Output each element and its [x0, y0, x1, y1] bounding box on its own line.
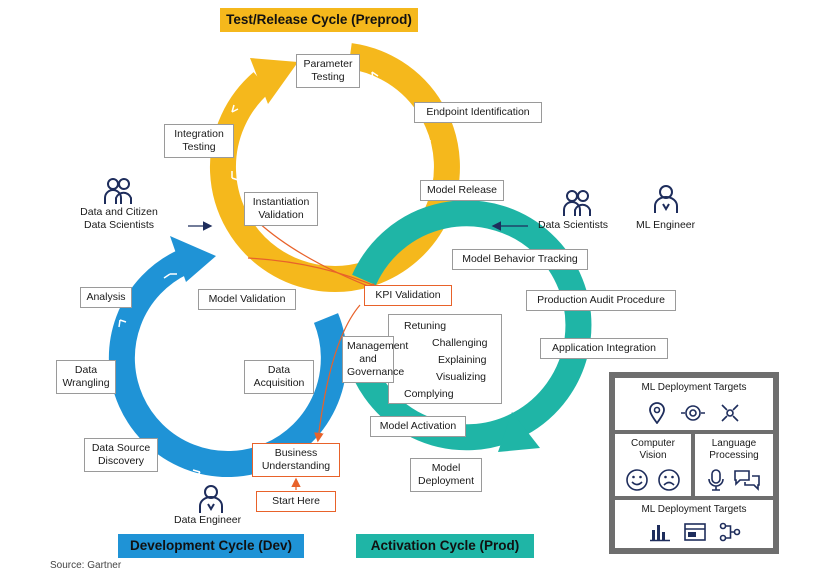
targets-top-cell: ML Deployment Targets	[615, 378, 773, 430]
activation-banner: Activation Cycle (Prod)	[356, 534, 534, 558]
computer-vision-label-2: Vision	[639, 450, 667, 461]
task-visualizing: Visualizing	[436, 371, 487, 383]
test-release-banner: Test/Release Cycle (Preprod)	[220, 8, 418, 32]
person-icon	[199, 485, 223, 513]
box-model-validation: Model Validation	[198, 289, 296, 310]
targets-bottom-cell: ML Deployment Targets	[615, 500, 773, 548]
computer-vision-cell: Computer Vision	[615, 434, 691, 496]
box-analysis: Analysis	[80, 287, 132, 308]
development-ring	[108, 236, 347, 477]
test-release-ring	[209, 43, 460, 292]
task-challenging: Challenging	[432, 337, 488, 349]
orange-flow-lines	[247, 221, 381, 490]
computer-vision-label-1: Computer	[631, 438, 675, 449]
box-model-activation: Model Activation	[370, 416, 466, 437]
location-pin-icon	[649, 402, 665, 424]
development-banner: Development Cycle (Dev)	[118, 534, 304, 558]
role-ml-engineer: ML Engineer	[636, 219, 696, 231]
task-retuning: Retuning	[404, 320, 447, 332]
radar-icon	[681, 405, 705, 421]
network-icon	[721, 404, 739, 422]
person-icon	[104, 178, 132, 204]
role-citizen-line2: Data Scientists	[83, 219, 155, 231]
flow-icon	[719, 522, 741, 542]
sad-face-icon	[658, 469, 680, 491]
microphone-icon	[708, 469, 724, 491]
person-icon	[563, 190, 591, 216]
box-start-here: Start Here	[256, 491, 336, 512]
box-model-behavior-tracking: Model Behavior Tracking	[452, 249, 588, 270]
dashboard-icon	[684, 523, 706, 541]
source-caption: Source: Gartner	[50, 560, 122, 571]
box-model-release: Model Release	[420, 180, 504, 201]
role-citizen-line1: Data and Citizen	[80, 206, 158, 218]
happy-face-icon	[626, 469, 648, 491]
targets-header-bottom: ML Deployment Targets	[641, 504, 747, 515]
language-processing-cell: Language Processing	[695, 434, 773, 496]
role-data-scientists: Data Scientists	[538, 219, 609, 231]
targets-header-top: ML Deployment Targets	[641, 382, 747, 393]
person-icon	[654, 185, 678, 213]
box-kpi-validation: KPI Validation	[364, 285, 452, 306]
task-explaining: Explaining	[438, 354, 487, 366]
ml-targets-panel: ML Deployment Targets Computer Vision La…	[609, 372, 779, 554]
task-complying: Complying	[404, 388, 454, 400]
box-production-audit: Production Audit Procedure	[526, 290, 676, 311]
box-application-integration: Application Integration	[540, 338, 668, 359]
bar-chart-icon	[650, 525, 670, 542]
language-processing-label-2: Processing	[709, 450, 759, 461]
box-endpoint-identification: Endpoint Identification	[414, 102, 542, 123]
chat-bubbles-icon	[734, 470, 760, 491]
role-data-engineer: Data Engineer	[174, 514, 242, 526]
language-processing-label-1: Language	[711, 438, 757, 449]
